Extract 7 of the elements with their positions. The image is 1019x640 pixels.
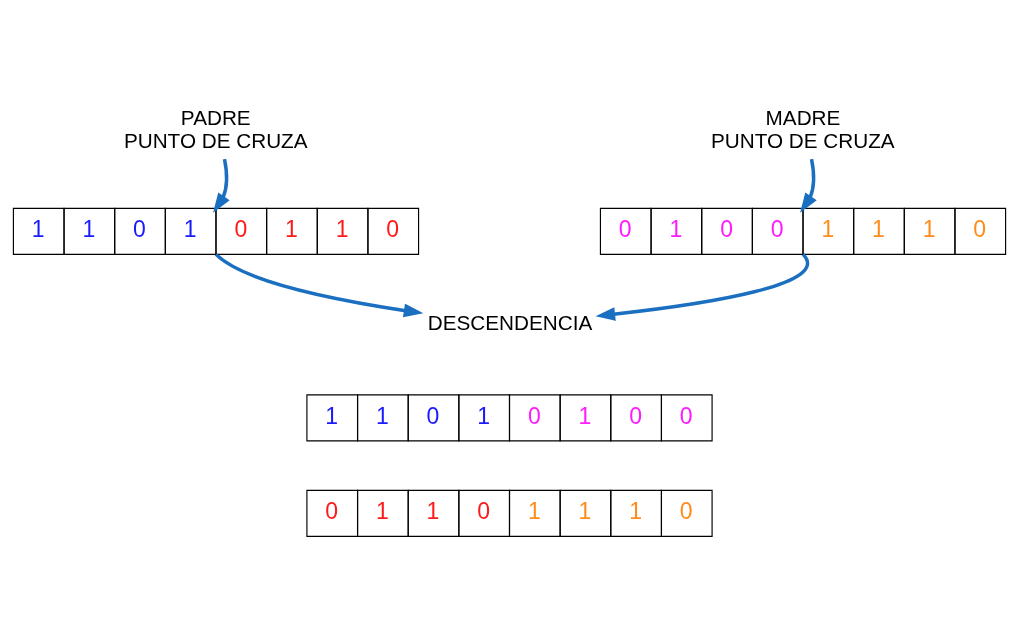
node-text: PADRE PUNTO DE CRUZA <box>123 105 308 152</box>
node-text: DESCENDENCIA <box>427 310 593 334</box>
node-text: MADRE PUNTO DE CRUZA <box>710 105 895 152</box>
arrow <box>213 158 230 213</box>
arrow <box>595 253 809 321</box>
arrow <box>214 253 424 318</box>
arrow <box>800 158 817 213</box>
